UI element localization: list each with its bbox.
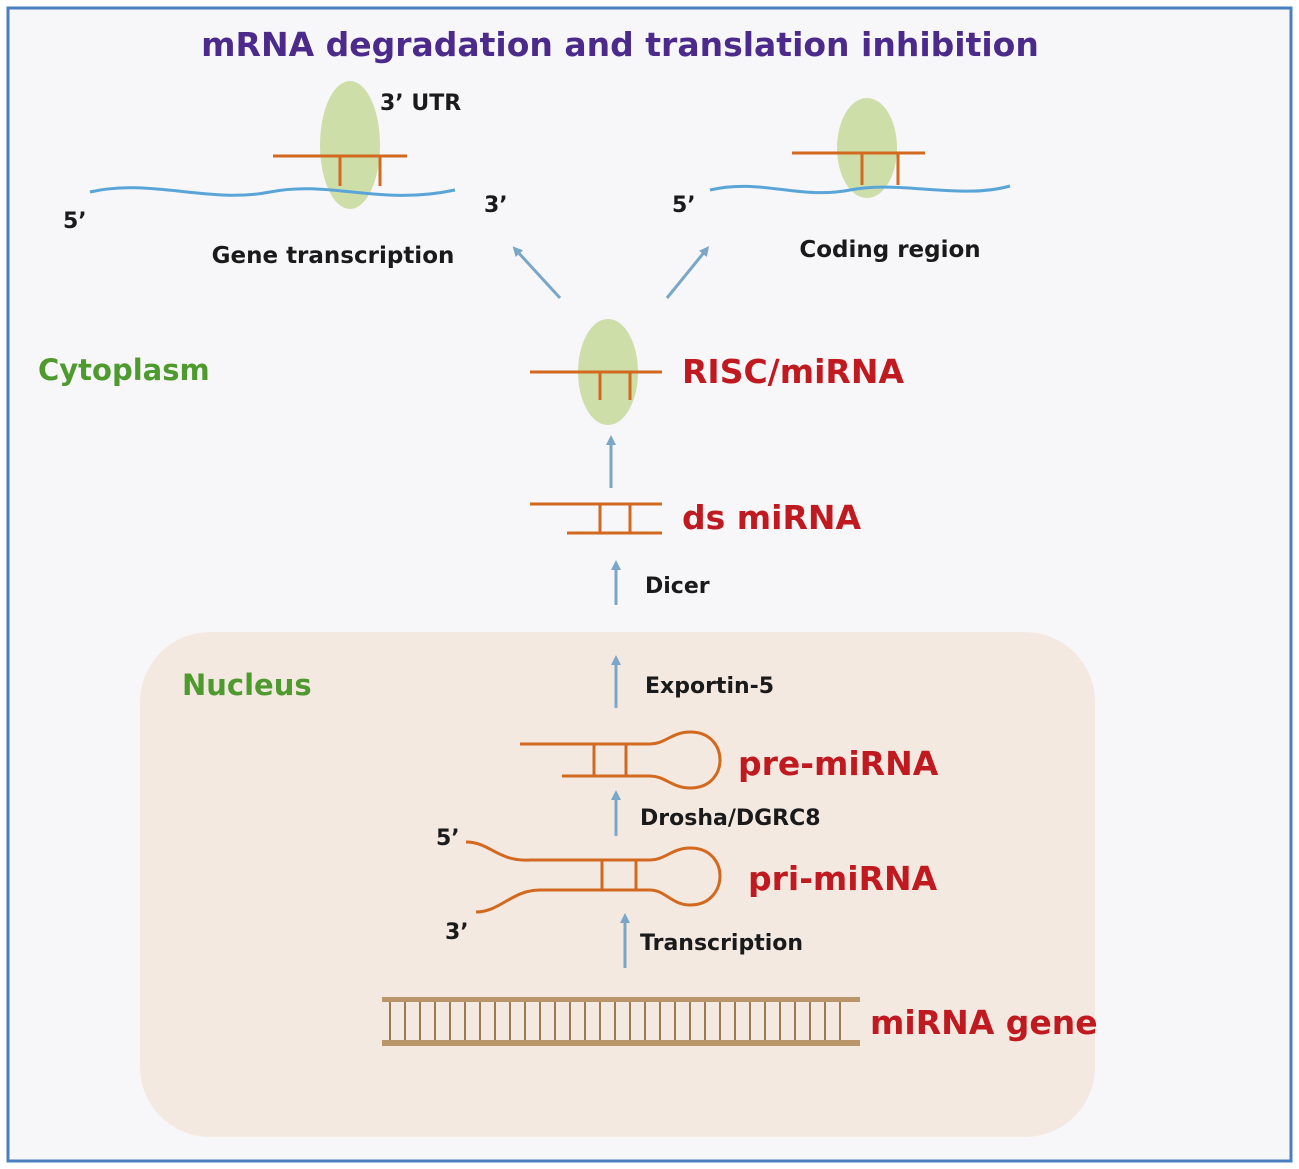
nucleus-region	[140, 632, 1095, 1137]
ds-mirna-label: ds miRNA	[682, 498, 861, 537]
gene-transcription-caption: Gene transcription	[212, 243, 455, 269]
arrow-to-utr	[512, 246, 562, 300]
right-five-prime-label: 5’	[672, 193, 696, 218]
ds-mirna-duplex	[530, 502, 662, 535]
risc-mirna-label: RISC/miRNA	[682, 352, 904, 391]
risc-protein-left	[320, 81, 380, 209]
pre-mirna-label: pre-miRNA	[738, 744, 939, 783]
left-three-prime-label: 3’	[484, 193, 508, 218]
coding-target-complex	[709, 98, 1011, 198]
arrow-to-coding	[665, 246, 710, 299]
pri-mirna-label: pri-miRNA	[748, 859, 938, 898]
cytoplasm-label: Cytoplasm	[38, 353, 210, 387]
pre-mirna-hairpin	[520, 730, 722, 790]
transcription-label: Transcription	[640, 931, 803, 956]
pri-mirna-hairpin	[465, 840, 722, 914]
left-five-prime-label: 5’	[63, 209, 87, 234]
exportin-label: Exportin-5	[645, 674, 774, 699]
drosha-label: Drosha/DGRC8	[640, 806, 821, 831]
pri-three-prime-label: 3’	[445, 920, 469, 945]
pri-five-prime-label: 5’	[436, 826, 460, 851]
diagram-title: mRNA degradation and translation inhibit…	[201, 25, 1039, 64]
mrna-strand-left	[89, 186, 456, 197]
utr-label: 3’ UTR	[380, 91, 461, 116]
mrna-strand-right	[709, 184, 1011, 195]
mirna-gene-label: miRNA gene	[870, 1003, 1098, 1042]
utr-target-complex	[89, 81, 456, 209]
coding-region-caption: Coding region	[799, 237, 980, 263]
nucleus-label: Nucleus	[182, 668, 312, 702]
dicer-label: Dicer	[645, 574, 710, 599]
risc-mirna-complex	[530, 319, 662, 425]
risc-protein-right	[837, 98, 897, 198]
mirna-gene-dna	[382, 997, 860, 1046]
